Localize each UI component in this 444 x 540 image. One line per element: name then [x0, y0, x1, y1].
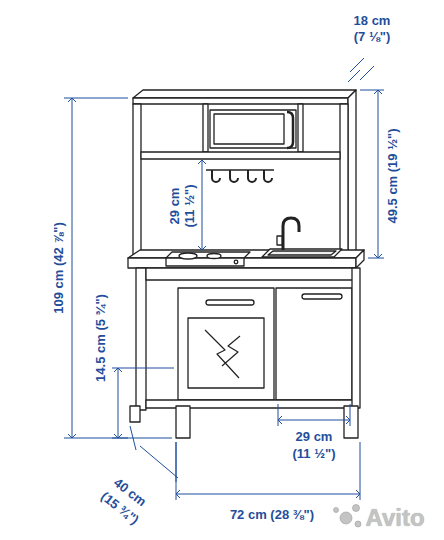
dimension-label: 109 cm (42 ⅞") [52, 222, 65, 313]
watermark: Avito [365, 506, 424, 530]
dimension-label: 49.5 cm (19 ½") [386, 128, 399, 223]
dimension-label: 29 cm [168, 188, 181, 225]
dimension-label: 29 cm [296, 430, 333, 443]
dimension-label: 14.5 cm (5 ¾") [94, 294, 107, 382]
dimension-label: 18 cm [354, 14, 391, 27]
dimension-label: (11 ½") [183, 184, 196, 227]
watermark-dots [334, 505, 362, 528]
dimension-label: (7 ⅛") [354, 30, 391, 43]
dimension-label: (11 ½") [292, 447, 335, 460]
dimension-label: 72 cm (28 ⅜") [230, 508, 314, 521]
